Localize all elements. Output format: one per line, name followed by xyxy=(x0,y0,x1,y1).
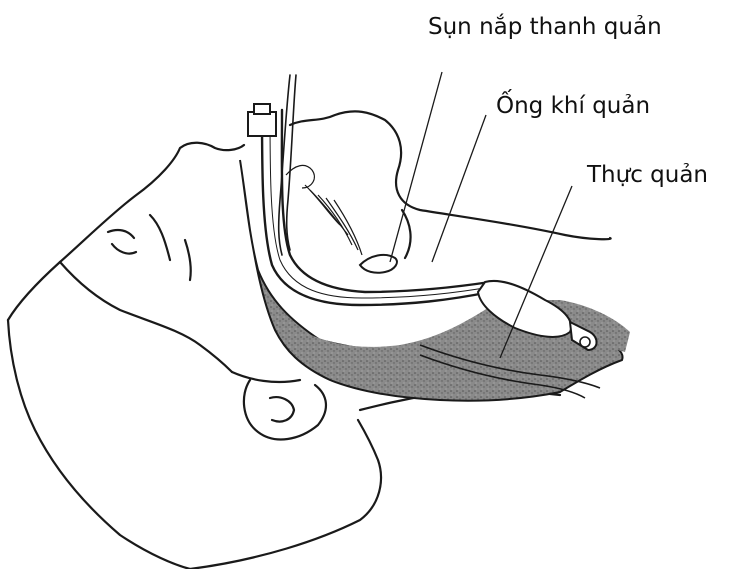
label-epiglottis: Sụn nắp thanh quản xyxy=(428,16,662,39)
tube-connector-cap xyxy=(254,104,270,114)
murphy-eye xyxy=(580,337,590,347)
pharynx-tissue xyxy=(240,160,623,401)
label-esophagus: Thực quản xyxy=(587,164,708,187)
label-trachea: Ống khí quản xyxy=(496,95,650,118)
tube-connector xyxy=(248,112,276,136)
tongue xyxy=(286,165,362,255)
leader-epiglottis xyxy=(390,72,442,262)
leader-trachea xyxy=(432,115,486,262)
